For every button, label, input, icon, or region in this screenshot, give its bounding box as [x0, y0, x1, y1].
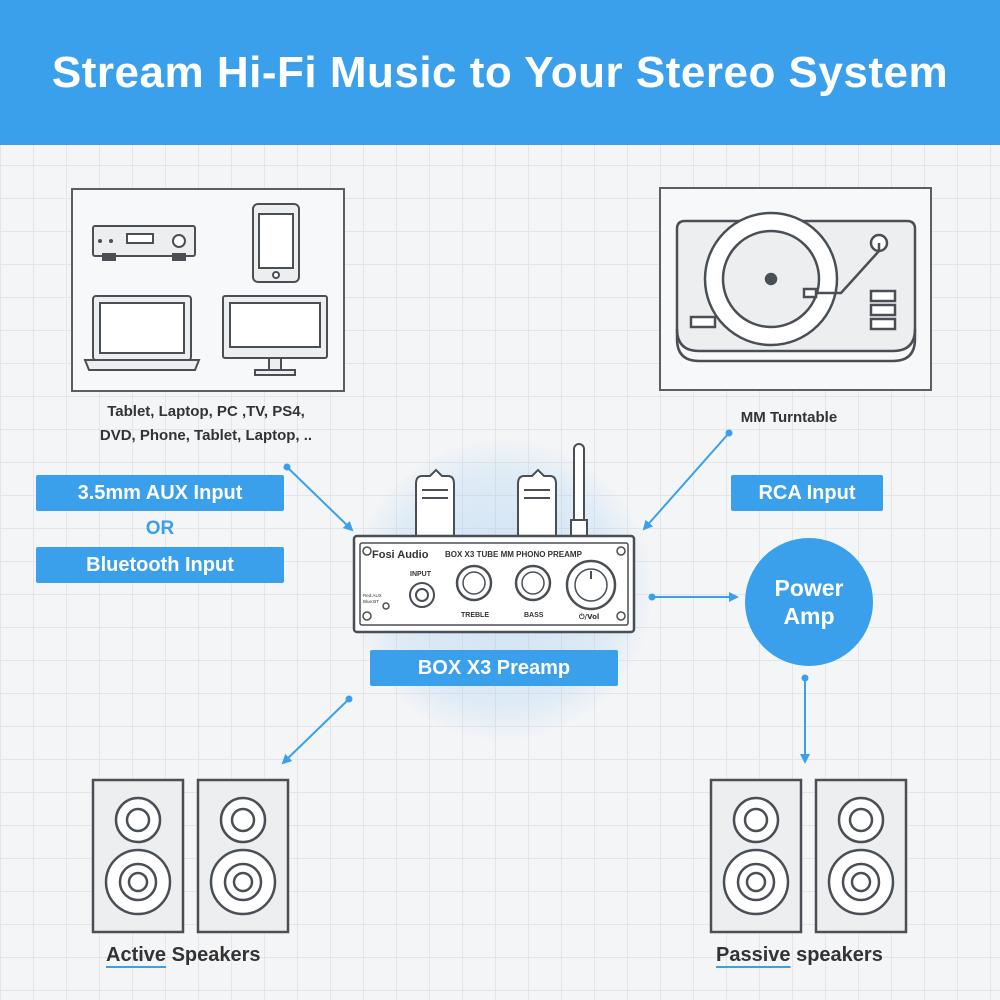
power-amp-circle: Power Amp	[745, 538, 873, 666]
arrow-turntable-to-preamp	[642, 432, 730, 531]
dvd-player-icon	[92, 225, 196, 261]
input-jack-icon	[409, 582, 435, 608]
speaker-icon	[814, 778, 908, 934]
vol-label: ⏻/Vol	[579, 613, 599, 621]
devices-caption-line2: DVD, Phone, Tablet, Laptop, ..	[99, 427, 313, 444]
rca-input-tag: RCA Input	[731, 475, 883, 511]
arrow-devices-to-preamp	[286, 466, 354, 532]
status-led	[382, 602, 390, 610]
preamp-illustration: Fosi Audio BOX X3 TUBE MM PHONO PREAMP I…	[352, 443, 636, 634]
page-title: Stream Hi-Fi Music to Your Stereo System	[51, 47, 949, 97]
turntable-panel	[659, 187, 932, 391]
speaker-icon	[709, 778, 803, 934]
passive-speakers-prefix: Passive	[716, 944, 791, 966]
power-amp-line2: Amp	[783, 603, 835, 629]
aux-input-tag: 3.5mm AUX Input	[36, 475, 284, 511]
bass-label: BASS	[524, 612, 544, 619]
speaker-icon	[196, 778, 290, 934]
preamp-name-tag: BOX X3 Preamp	[370, 650, 618, 686]
header-banner: Stream Hi-Fi Music to Your Stereo System	[0, 0, 1000, 145]
active-speakers-illustration	[91, 778, 290, 934]
input-label: INPUT	[410, 571, 432, 578]
bluetooth-input-tag: Bluetooth Input	[36, 547, 284, 583]
volume-knob	[565, 559, 617, 611]
speaker-icon	[91, 778, 185, 934]
active-speakers-label: Active Speakers	[106, 944, 261, 967]
active-speakers-suffix: Speakers	[166, 944, 261, 966]
arrow-preamp-to-active	[281, 698, 350, 765]
turntable-caption: MM Turntable	[740, 409, 838, 426]
power-amp-line1: Power	[774, 575, 844, 601]
turntable-icon	[675, 211, 917, 363]
devices-illustration	[83, 203, 328, 376]
led-label-line2: Blue:BT	[363, 599, 379, 604]
vacuum-tube-left-icon	[415, 468, 455, 537]
turntable-illustration	[675, 211, 917, 363]
led-label-line1: Red:AUX	[363, 593, 382, 598]
devices-caption-line1: Tablet, Laptop, PC ,TV, PS4,	[107, 403, 305, 420]
passive-speakers-illustration	[709, 778, 908, 934]
bass-knob	[514, 564, 552, 602]
vacuum-tube-right-icon	[517, 468, 557, 537]
phone-icon	[252, 203, 300, 283]
or-label: OR	[145, 518, 175, 539]
passive-speakers-suffix: speakers	[790, 944, 883, 966]
passive-speakers-label: Passive speakers	[716, 944, 883, 967]
devices-panel	[71, 188, 345, 392]
preamp-brand: Fosi Audio	[372, 549, 429, 561]
devices-caption: Tablet, Laptop, PC ,TV, PS4, DVD, Phone,…	[71, 400, 341, 448]
laptop-icon	[83, 295, 201, 371]
active-speakers-prefix: Active	[106, 944, 167, 966]
treble-knob	[455, 564, 493, 602]
screws	[362, 546, 626, 621]
monitor-icon	[222, 295, 328, 376]
preamp-model: BOX X3 TUBE MM PHONO PREAMP	[445, 550, 583, 559]
treble-label: TREBLE	[461, 612, 489, 619]
